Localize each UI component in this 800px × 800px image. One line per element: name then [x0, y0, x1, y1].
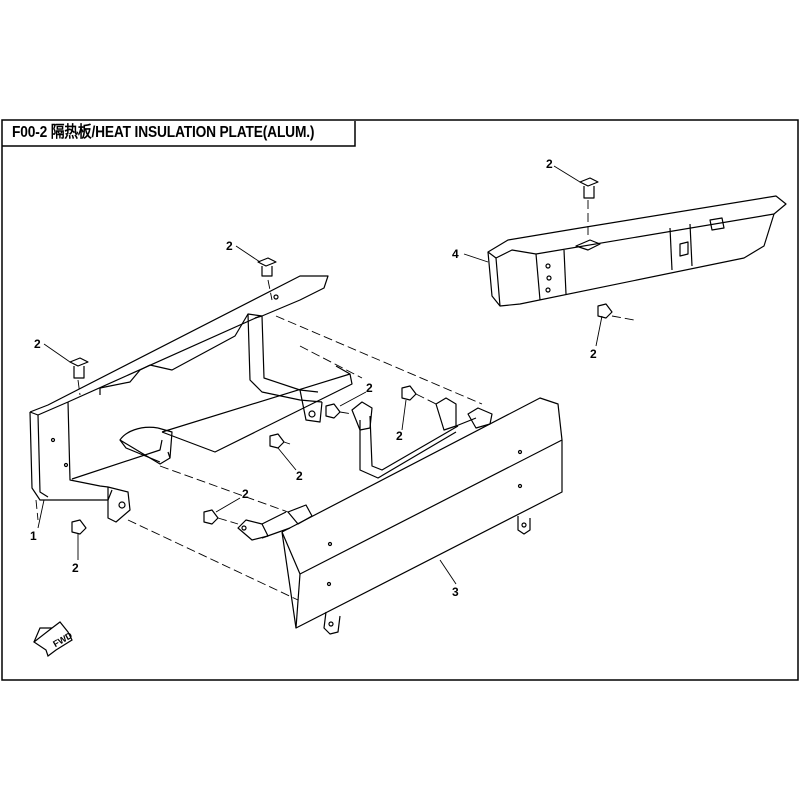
callout-1: 1: [30, 529, 37, 543]
callout-2: 2: [546, 157, 553, 171]
callout-2: 2: [296, 469, 303, 483]
assembly-lines: [35, 200, 635, 601]
part-3-front-plate: [237, 397, 563, 635]
callout-2: 2: [366, 381, 373, 395]
page-title: F00-2 隔热板/HEAT INSULATION PLATE(ALUM.): [12, 124, 315, 141]
fwd-arrow-icon: FWD: [32, 621, 74, 657]
callout-2: 2: [226, 239, 233, 253]
callout-2: 2: [590, 347, 597, 361]
callout-2: 2: [396, 429, 403, 443]
diagram-border: [1, 119, 799, 681]
bolt-icon: [69, 177, 613, 535]
callout-2: 2: [34, 337, 41, 351]
callout-2: 2: [72, 561, 79, 575]
callout-2: 2: [242, 487, 249, 501]
part-4-rear-shield: [487, 195, 787, 307]
title-tab: [2, 121, 356, 147]
part-1-bracket: [29, 275, 353, 523]
callout-4: 4: [452, 247, 459, 261]
callout-3: 3: [452, 585, 459, 599]
leader-lines: [37, 165, 603, 585]
